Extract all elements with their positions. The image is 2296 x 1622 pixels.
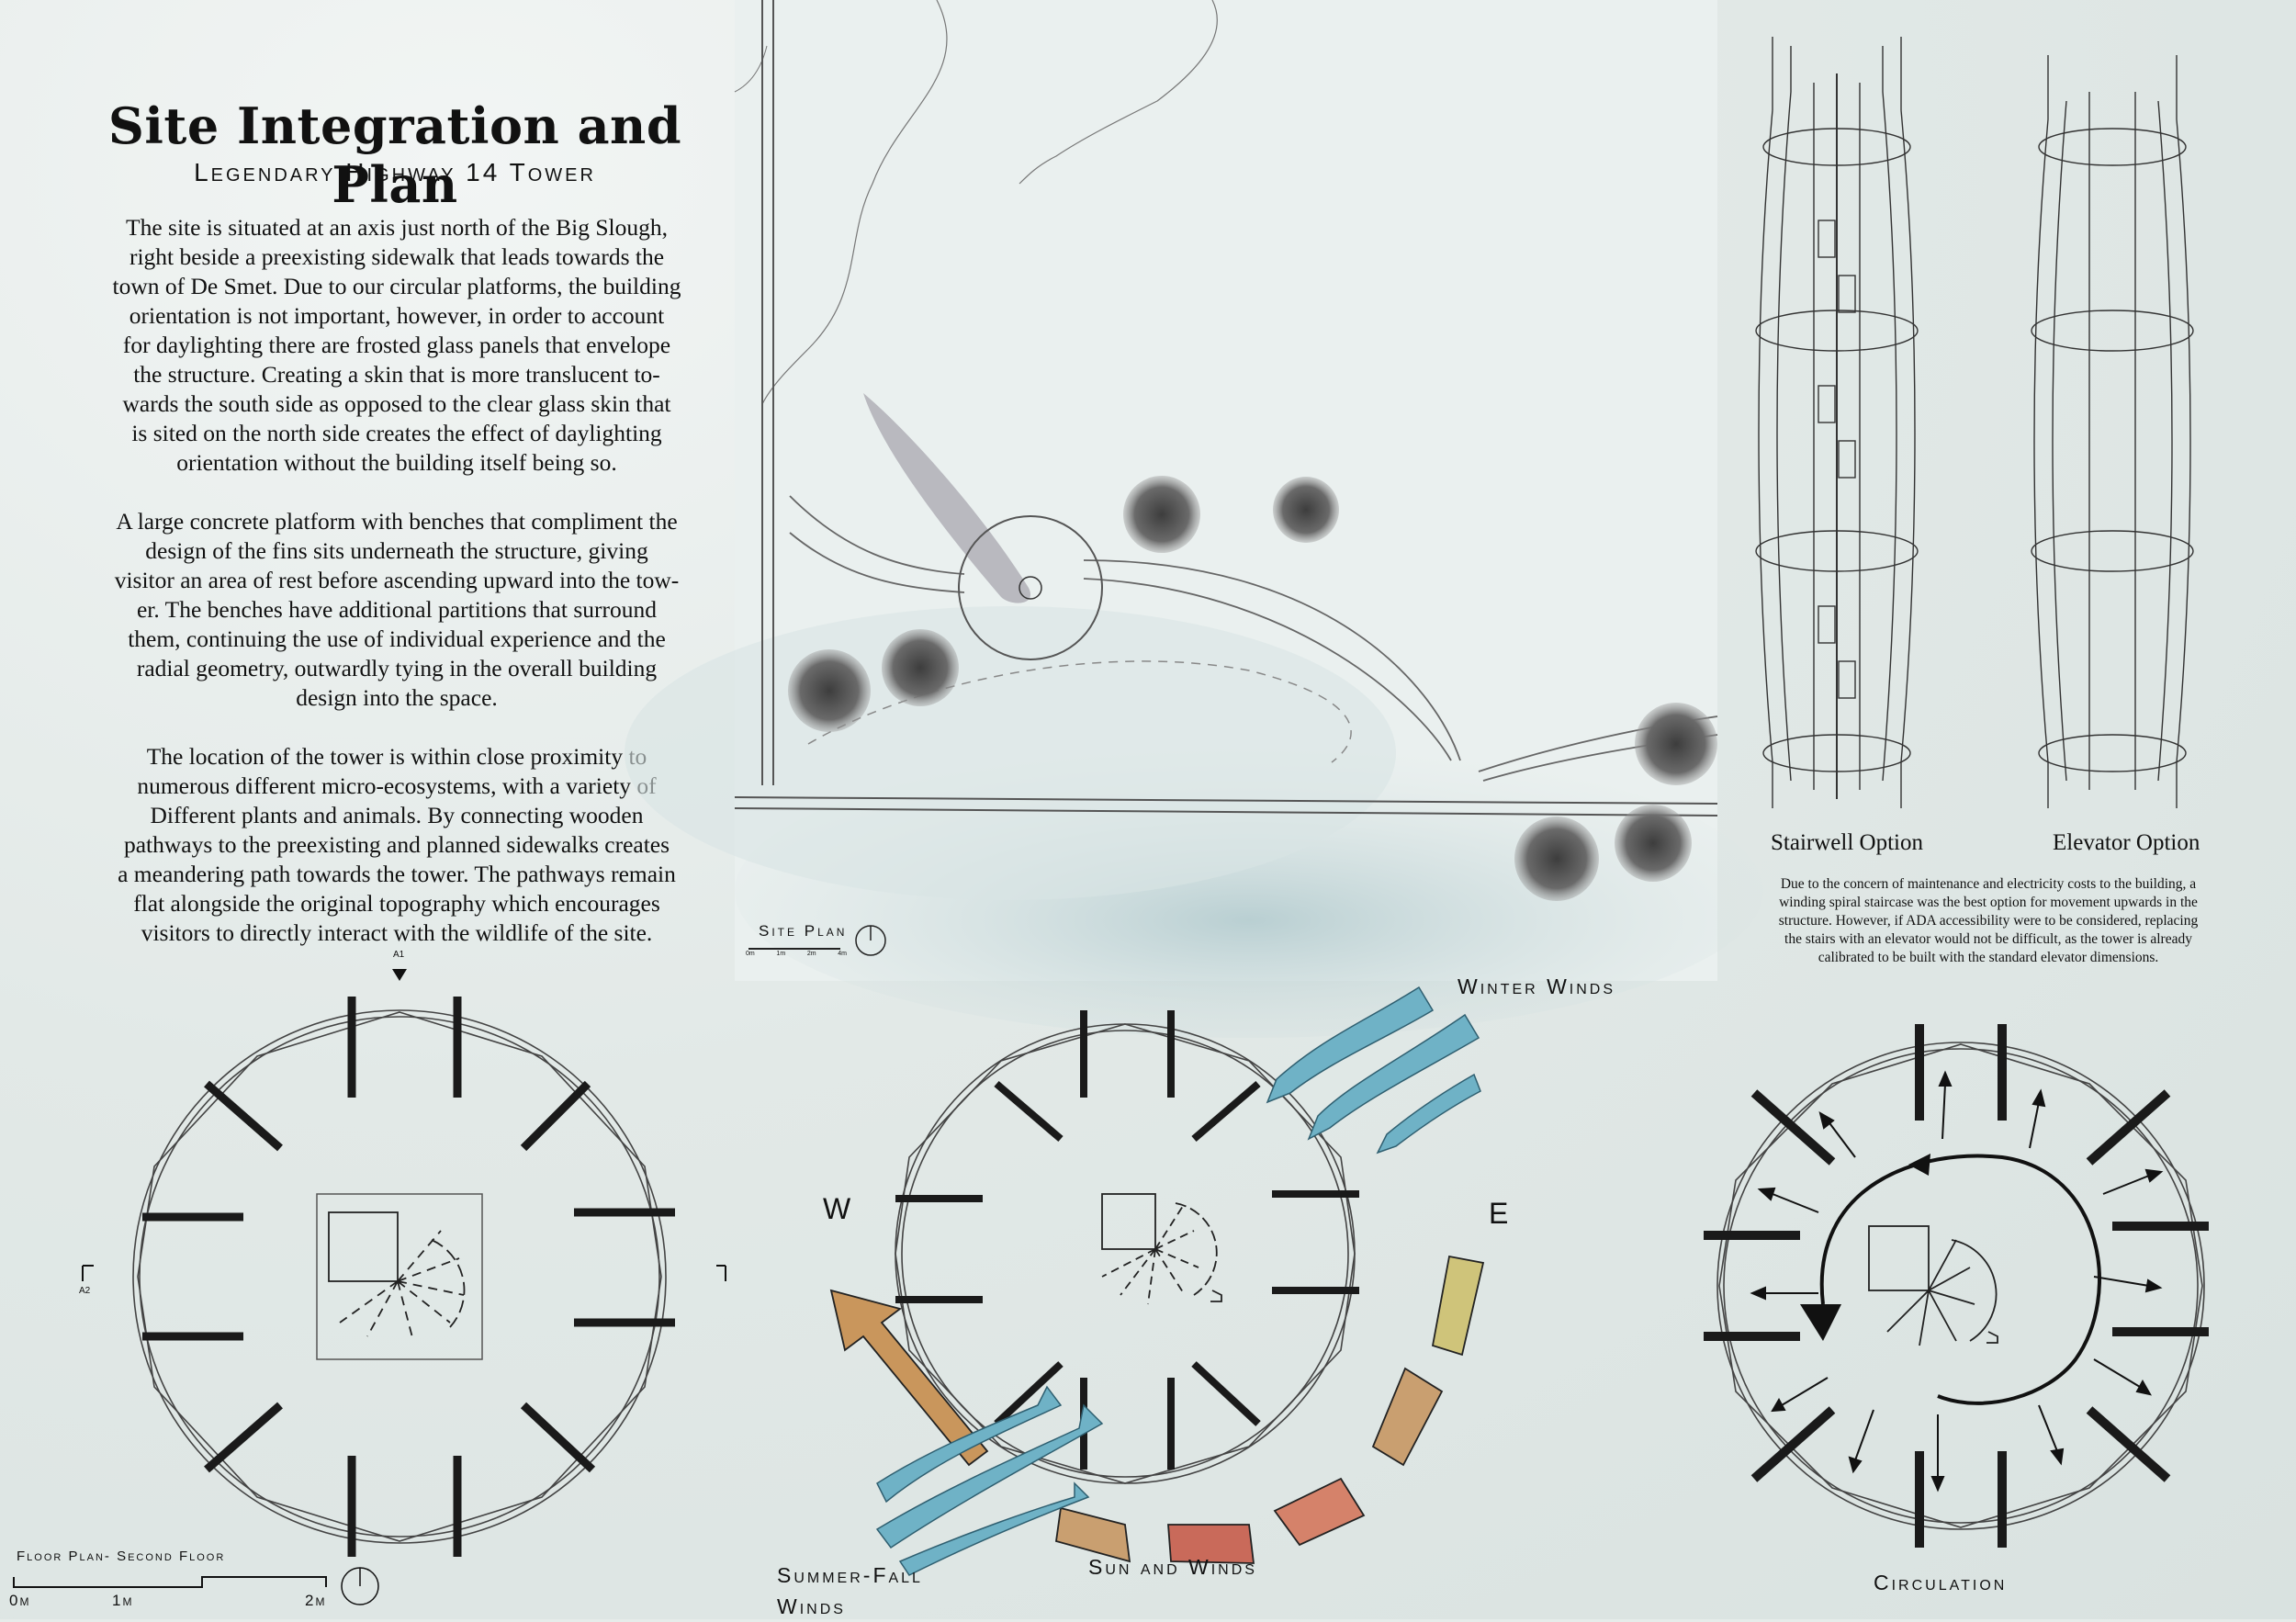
sun-and-winds-diagram bbox=[829, 986, 1485, 1576]
page-title: Site Integration and Plan bbox=[107, 96, 682, 214]
stairwell-option-label: Stairwell Option bbox=[1771, 830, 1923, 855]
section-label-a2: A2 bbox=[79, 1286, 91, 1296]
page-subtitle: Legendary Highway 14 Tower bbox=[194, 158, 596, 186]
summer-fall-winds-label: Summer-Fall Winds bbox=[777, 1563, 923, 1618]
winter-winds-label: Winter Winds bbox=[1458, 974, 1616, 998]
floor-plan-label: Floor Plan- Second Floor bbox=[17, 1549, 226, 1564]
circulation-label: Circulation bbox=[1874, 1571, 2008, 1594]
stairwell-option-elevation bbox=[1755, 37, 1919, 808]
site-plan-label: Site Plan bbox=[759, 922, 848, 940]
floor-plan-drawing bbox=[13, 969, 726, 1605]
elevator-note: Due to the concern of maintenance and el… bbox=[1778, 876, 2199, 965]
east-label: E bbox=[1489, 1197, 1509, 1230]
elevator-option-label: Elevator Option bbox=[2053, 830, 2200, 855]
sun-and-winds-label: Sun and Winds bbox=[1088, 1555, 1257, 1579]
paragraph-ecosystems: The location of the tower is within clos… bbox=[118, 743, 676, 946]
paragraph-site: The site is situated at an axis just nor… bbox=[112, 214, 681, 476]
section-label-a1: A1 bbox=[393, 950, 405, 960]
site-plan-drawing bbox=[625, 0, 1763, 1038]
site-plan-scale: 0m 1m 2m 4m bbox=[746, 951, 847, 957]
circulation-diagram bbox=[1704, 1024, 2209, 1548]
west-label: W bbox=[823, 1192, 851, 1225]
elevator-option-elevation bbox=[2031, 55, 2194, 808]
paragraph-platform: A large concrete platform with benches t… bbox=[114, 508, 680, 711]
